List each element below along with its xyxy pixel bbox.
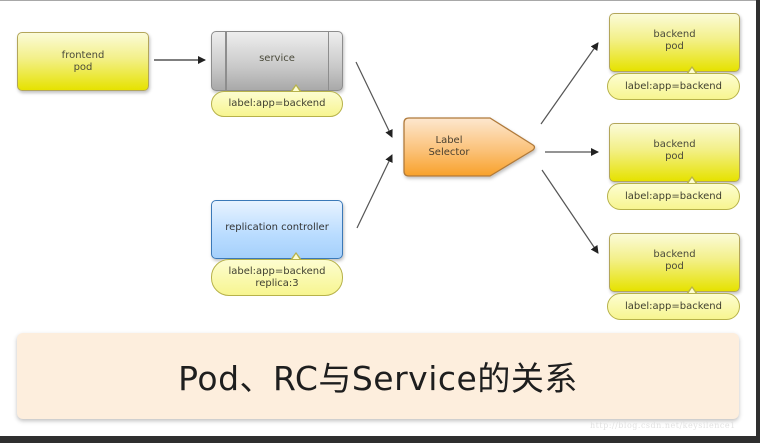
frontend-pod-line2: pod <box>73 61 93 73</box>
backend-pod-2-line1: backend <box>653 138 696 150</box>
label-selector: Label Selector <box>405 118 515 176</box>
watermark: http://blog.csdn.net/keysilence1 <box>590 421 736 430</box>
backend-pod-3-tag-text: label:app=backend <box>624 300 722 312</box>
rc-label-tag: label:app=backend replica:3 <box>211 259 343 296</box>
backend-pod-2-line2: pod <box>665 150 684 162</box>
label-selector-line2: Selector <box>428 147 470 158</box>
backend-pod-1-tag-pointer <box>686 66 698 74</box>
backend-pod-2-tag-pointer <box>686 176 698 184</box>
service-node: service <box>211 31 343 91</box>
backend-pod-3-line1: backend <box>653 248 696 260</box>
caption-text: Pod、RC与Service的关系 <box>178 359 578 398</box>
service-left-bar <box>225 32 227 90</box>
backend-pod-1-line1: backend <box>653 28 696 40</box>
backend-pod-1-line2: pod <box>665 40 684 52</box>
backend-pod-3-line2: pod <box>665 260 684 272</box>
rc-tag-line1: label:app=backend <box>228 265 326 277</box>
backend-pod-3: backend pod <box>609 233 740 292</box>
frame-right-border <box>756 0 760 443</box>
label-selector-shape <box>403 117 536 177</box>
backend-pod-3-tag-pointer <box>686 286 698 294</box>
frontend-pod: frontend pod <box>17 32 149 91</box>
replication-controller-label: replication controller <box>225 221 329 233</box>
backend-pod-2-tag-text: label:app=backend <box>624 190 722 202</box>
backend-pod-2: backend pod <box>609 123 740 182</box>
backend-pod-1: backend pod <box>609 13 740 72</box>
frame-top-border <box>0 0 760 1</box>
arrow-selector-to-backend-3 <box>541 169 599 254</box>
rc-tag-line2: replica:3 <box>255 277 299 289</box>
arrow-rc-to-selector <box>356 154 393 229</box>
frame-bottom-border <box>0 436 760 443</box>
backend-pod-3-label-tag: label:app=backend <box>607 293 740 320</box>
rc-tag-pointer <box>290 252 302 260</box>
caption-banner: Pod、RC与Service的关系 <box>17 333 739 419</box>
backend-pod-1-label-tag: label:app=backend <box>607 73 740 100</box>
service-tag-pointer <box>290 84 302 92</box>
frontend-pod-line1: frontend <box>61 49 105 61</box>
service-label: service <box>259 53 295 64</box>
service-label-tag: label:app=backend <box>211 91 343 117</box>
backend-pod-2-label-tag: label:app=backend <box>607 183 740 210</box>
service-right-bar <box>327 32 329 90</box>
label-selector-line1: Label <box>435 135 463 146</box>
backend-pod-1-tag-text: label:app=backend <box>624 80 722 92</box>
replication-controller-node: replication controller <box>211 200 343 259</box>
arrow-selector-to-backend-1 <box>540 42 599 125</box>
arrow-service-to-selector <box>355 61 393 138</box>
service-tag-text: label:app=backend <box>228 98 326 109</box>
